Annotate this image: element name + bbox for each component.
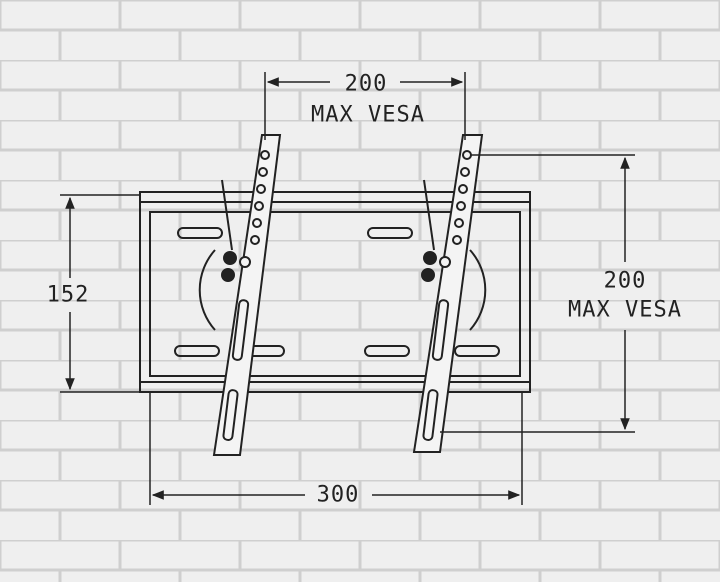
left-height-value: 152	[46, 282, 90, 308]
right-height-value: 200	[603, 268, 647, 294]
right-bracket-arm	[412, 134, 484, 453]
dimension-lines	[60, 72, 635, 505]
wall-plate	[139, 191, 531, 393]
top-width-caption: MAX VESA	[311, 102, 425, 128]
top-width-value: 200	[344, 71, 388, 97]
bottom-width-value: 300	[316, 482, 360, 508]
left-bracket-arm	[212, 134, 282, 456]
right-height-caption: MAX VESA	[568, 297, 682, 323]
